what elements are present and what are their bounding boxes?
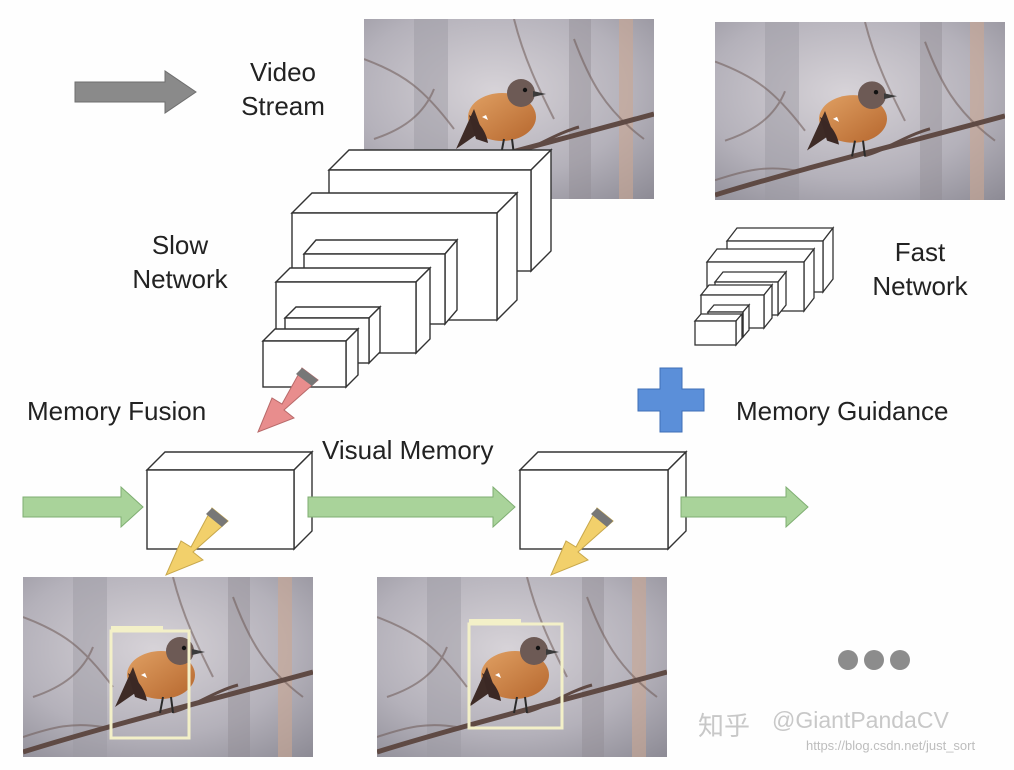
- fast-network-stack: [693, 226, 835, 347]
- plus-icon: [637, 367, 705, 433]
- video-stream-line-2: Stream: [241, 91, 325, 121]
- memory-box-2: [518, 450, 688, 551]
- output-frame-1: [23, 577, 313, 757]
- watermark-platform: 知乎: [698, 711, 751, 741]
- video-stream-line-1: Video: [249, 57, 317, 87]
- memory-green-arrow-icon: [307, 485, 516, 529]
- video-stream-arrow-icon: [74, 70, 197, 114]
- fast-network-line-1: Fast: [894, 237, 946, 267]
- slow-network-line-1: Slow: [151, 230, 209, 260]
- slow-network-stack: [261, 148, 553, 389]
- ellipsis-dot: [838, 650, 858, 670]
- ellipsis-dot: [864, 650, 884, 670]
- watermark-account: @GiantPandaCV: [772, 707, 949, 733]
- ellipsis-icon: [838, 650, 910, 670]
- watermark-url: https://blog.csdn.net/just_sort: [806, 738, 976, 753]
- memory-guidance-label: Memory Guidance: [736, 396, 949, 426]
- fast-network-line-2: Network: [872, 271, 968, 301]
- fast-network-label: Fast Network: [852, 235, 988, 303]
- video-frame-2: [715, 22, 1005, 200]
- visual-memory-label: Visual Memory: [322, 435, 494, 465]
- video-stream-label: Video Stream: [225, 55, 341, 123]
- yellow-arrow-icon-1: [165, 507, 229, 576]
- slow-network-label: Slow Network: [112, 228, 248, 296]
- yellow-arrow-icon-2: [550, 507, 614, 576]
- memory-box-1: [145, 450, 314, 551]
- output-green-arrow-icon: [680, 485, 809, 529]
- memory-fusion-label: Memory Fusion: [27, 396, 207, 426]
- ellipsis-dot: [890, 650, 910, 670]
- slow-network-line-2: Network: [132, 264, 228, 294]
- input-green-arrow-icon: [22, 485, 144, 529]
- memory-fusion-arrow-icon: [257, 367, 319, 433]
- output-frame-2: [377, 577, 667, 757]
